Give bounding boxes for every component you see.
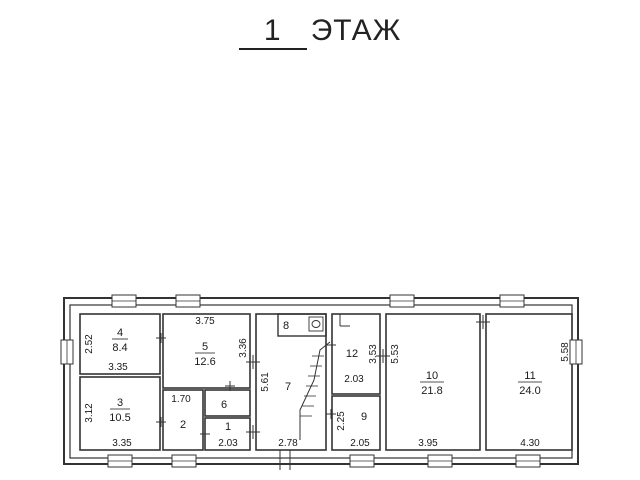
- dim-r12-height: 3.53: [368, 344, 379, 364]
- room-2-outline: [162, 389, 204, 451]
- room-11-outline: [485, 313, 573, 451]
- dim-r11-height: 5.58: [560, 342, 571, 362]
- room-4-outline: [79, 313, 161, 375]
- room-2-number: 2: [180, 419, 186, 431]
- dim-r9-height: 2.25: [336, 411, 347, 431]
- toilet-icon: [308, 316, 324, 332]
- doors: [156, 314, 490, 470]
- windows: [60, 294, 583, 468]
- room-11-number: 11: [524, 370, 535, 382]
- room-6-number: 6: [221, 399, 227, 411]
- dim-r4-width: 3.35: [108, 362, 128, 373]
- room-9-number: 9: [361, 411, 367, 423]
- room-3-area: 10.5: [109, 412, 130, 424]
- room-7-number: 7: [285, 381, 291, 393]
- dim-r11-width: 4.30: [520, 438, 540, 449]
- room-10-area: 21.8: [421, 385, 442, 397]
- dim-r2-width: 1.70: [171, 394, 191, 405]
- room-8-number: 8: [283, 320, 289, 332]
- room-12-number: 12: [346, 348, 358, 360]
- dim-r9-width: 2.05: [350, 438, 370, 449]
- dim-r10-width: 3.95: [418, 438, 438, 449]
- floor-number: 1: [238, 14, 307, 50]
- floor-label: ЭТАЖ: [310, 14, 402, 47]
- dim-r3-width: 3.35: [112, 438, 132, 449]
- dim-r12-width: 2.03: [344, 374, 364, 385]
- room-4-number: 4: [117, 327, 123, 339]
- room-8-outline: [277, 313, 327, 337]
- dim-r4-height: 2.52: [84, 334, 95, 354]
- dim-r3-height: 3.12: [84, 403, 95, 423]
- room-5-area: 12.6: [194, 356, 215, 368]
- outer-wall: [63, 297, 579, 465]
- room-1-number: 1: [225, 421, 231, 433]
- dim-r7-width: 2.78: [278, 438, 298, 449]
- room-10-outline: [385, 313, 481, 451]
- dim-r7-height: 5.61: [260, 372, 271, 392]
- dim-r1-width: 2.03: [218, 438, 238, 449]
- room-11-area: 24.0: [519, 385, 540, 397]
- stair-outline: [299, 341, 331, 440]
- dim-r5-height: 3.36: [238, 338, 249, 358]
- room-6-outline: [204, 389, 251, 417]
- room-5-outline: [162, 313, 251, 389]
- room-12-outline: [331, 313, 381, 395]
- dim-r5-width: 3.75: [195, 316, 215, 327]
- room-4-area: 8.4: [112, 342, 127, 354]
- room-5-number: 5: [202, 341, 208, 353]
- room-3-outline: [79, 376, 161, 451]
- room-3-number: 3: [117, 397, 123, 409]
- room-9-outline: [331, 395, 381, 451]
- dim-r10-height: 5.53: [390, 344, 401, 364]
- room-10-number: 10: [426, 370, 438, 382]
- inner-wall-line: [69, 304, 573, 459]
